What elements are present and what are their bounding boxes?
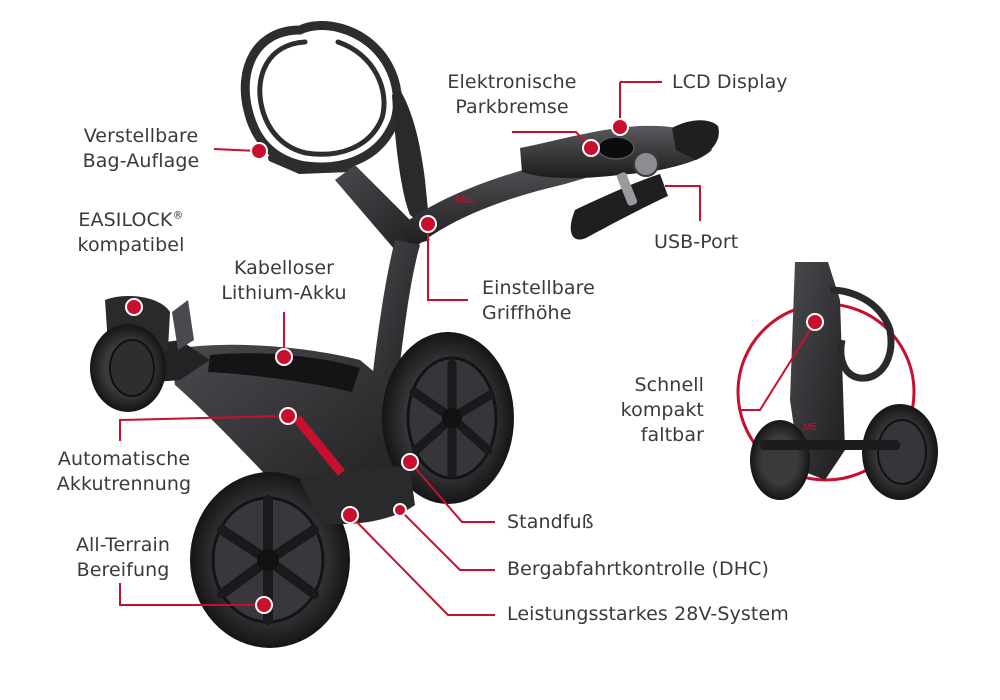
- leader-lcd: [619, 81, 662, 127]
- dot-all-terrain: [255, 596, 273, 614]
- front-wheel: [90, 324, 166, 412]
- folded-wheel-left: [750, 420, 810, 500]
- dot-lcd: [611, 118, 629, 136]
- leader-usb: [665, 185, 701, 221]
- label-lcd-display: LCD Display: [672, 71, 788, 93]
- upper-frame: [392, 90, 430, 230]
- callout-dots: [125, 118, 824, 614]
- folded-axle: [760, 440, 900, 450]
- dot-battery-disconnect: [279, 407, 297, 425]
- main-stem: [362, 240, 420, 418]
- folded-bag-support: [829, 286, 895, 382]
- dot-easilock: [125, 298, 143, 316]
- label-all-terrain: All-Terrain Bereifung: [75, 534, 171, 581]
- bag-support-loop: [240, 21, 403, 175]
- leader-battery-disconnect: [119, 415, 289, 441]
- motor-housing: [300, 465, 415, 525]
- folded-chassis: [790, 262, 845, 480]
- dot-handle-height: [419, 215, 437, 233]
- leader-power: [349, 514, 495, 616]
- dot-dhc: [393, 503, 407, 517]
- dot-folding: [806, 313, 824, 331]
- folded-model-mark: M5: [803, 422, 817, 433]
- label-usb-port: USB-Port: [654, 231, 739, 253]
- label-battery: Kabelloser Lithium-Akku: [221, 257, 347, 304]
- leader-folding: [740, 321, 816, 411]
- label-folding: Schnell kompakt faltbar: [620, 374, 704, 446]
- dot-power: [341, 506, 359, 524]
- main-trolley: Mbc: [90, 21, 719, 648]
- label-stand: Standfuß: [507, 511, 594, 533]
- dot-stand: [401, 453, 419, 471]
- label-dhc: Bergabfahrtkontrolle (DHC): [507, 558, 769, 580]
- lcd-screen: [597, 136, 635, 160]
- label-power-system: Leistungsstarkes 28V-System: [507, 603, 789, 625]
- label-parking-brake: Elektronische Parkbremse: [447, 71, 577, 118]
- label-handle-height: Einstellbare Griffhöhe: [482, 277, 595, 324]
- control-knob: [633, 151, 659, 177]
- label-battery-disconnect: Automatische Akkutrennung: [56, 448, 192, 495]
- folded-trolley: M5: [736, 262, 938, 500]
- leader-dhc: [399, 509, 495, 571]
- battery-bay: [208, 353, 360, 392]
- brand-mark: Mbc: [455, 194, 476, 206]
- leader-all-terrain: [119, 583, 264, 606]
- dot-bag-support: [250, 142, 268, 160]
- red-accent: [294, 415, 345, 476]
- handle-ring: [616, 172, 638, 206]
- folded-wheel-right: [862, 404, 938, 500]
- label-bag-support: Verstellbare Bag-Auflage: [82, 125, 200, 172]
- leader-handle-height: [427, 224, 468, 301]
- leader-stand: [409, 461, 495, 523]
- label-easilock: EASILOCK® kompatibel: [77, 208, 185, 256]
- handle-grip-lower: [570, 174, 668, 240]
- handle-grip-right: [672, 120, 719, 160]
- dot-parking-brake: [582, 139, 600, 157]
- dot-battery: [275, 348, 293, 366]
